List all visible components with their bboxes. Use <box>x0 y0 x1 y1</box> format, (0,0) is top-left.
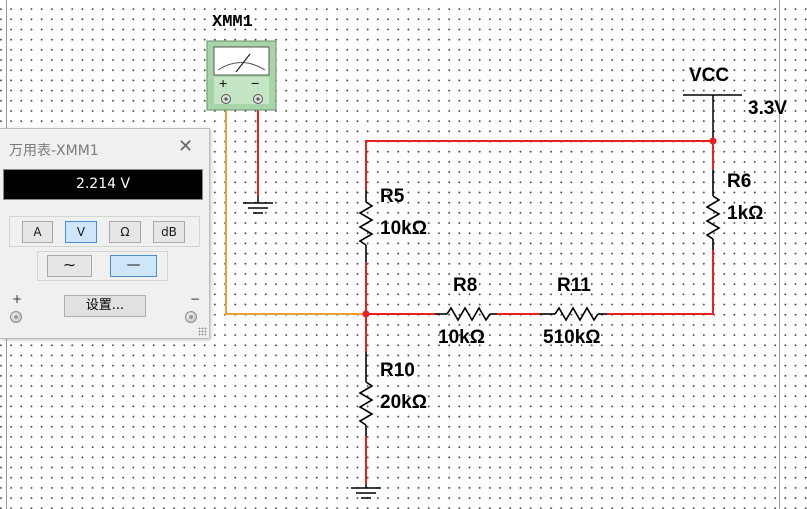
resistor-r6[interactable] <box>705 170 721 250</box>
r6-ref: R6 <box>727 171 752 192</box>
meter-window-title: 万用表-XMM1 <box>9 143 99 159</box>
r11-value: 510kΩ <box>543 327 601 348</box>
multimeter-window[interactable]: 万用表-XMM1 ✕ 2.214 V A V Ω dB ∼ — + − 设置..… <box>0 128 210 339</box>
ground-symbol-meter[interactable] <box>243 196 273 214</box>
r5-ref: R5 <box>380 186 405 207</box>
r10-ref: R10 <box>380 360 415 381</box>
r5-value: 10kΩ <box>380 218 427 239</box>
resistor-r5[interactable] <box>358 190 374 262</box>
r11-ref: R11 <box>557 275 591 296</box>
r8-value: 10kΩ <box>438 327 485 348</box>
plus-terminal-jack[interactable] <box>10 311 22 323</box>
sheet-border-right <box>779 0 780 509</box>
wire-r11-r6[interactable] <box>607 250 714 315</box>
resize-grip-icon[interactable] <box>198 327 207 336</box>
ground-symbol-r10[interactable] <box>351 484 381 499</box>
mode-button-ammeter[interactable]: A <box>22 221 53 243</box>
multimeter-symbol[interactable] <box>206 40 277 111</box>
resistor-r11[interactable] <box>540 306 607 322</box>
mode-button-voltmeter[interactable]: V <box>65 221 97 243</box>
r6-value: 1kΩ <box>727 203 764 224</box>
minus-terminal-label: − <box>190 292 201 306</box>
plus-terminal-label: + <box>12 292 23 306</box>
mode-button-ohmmeter[interactable]: Ω <box>109 221 141 243</box>
meter-reading: 2.214 V <box>3 169 203 200</box>
wires-red <box>257 104 714 484</box>
r10-value: 20kΩ <box>380 392 427 413</box>
ac-mode-button[interactable]: ∼ <box>47 255 92 277</box>
vcc-label: VCC <box>689 65 730 86</box>
wire-meter-plus[interactable] <box>225 104 366 315</box>
dc-line-icon: — <box>126 257 141 273</box>
mode-button-decibel[interactable]: dB <box>153 221 185 243</box>
settings-button[interactable]: 设置... <box>64 295 146 317</box>
r8-ref: R8 <box>453 275 478 296</box>
junction-node-vcc[interactable] <box>709 137 717 145</box>
close-icon[interactable]: ✕ <box>178 136 194 157</box>
sine-wave-icon: ∼ <box>62 255 77 274</box>
meter-minus-sign: − <box>251 75 260 91</box>
meter-ref-label: XMM1 <box>212 13 253 32</box>
vcc-symbol[interactable] <box>683 94 742 141</box>
resistor-r10[interactable] <box>358 352 374 436</box>
measurement-mode-group: A V Ω dB <box>9 216 200 247</box>
vcc-voltage: 3.3V <box>748 98 788 119</box>
wire-top[interactable] <box>365 140 713 190</box>
signal-type-group: ∼ — <box>37 251 168 281</box>
minus-terminal-jack[interactable] <box>185 311 197 323</box>
dc-mode-button[interactable]: — <box>110 255 157 277</box>
junction-node-mid[interactable] <box>362 310 370 318</box>
resistor-r8[interactable] <box>435 306 497 322</box>
meter-plus-sign: + <box>219 75 228 91</box>
